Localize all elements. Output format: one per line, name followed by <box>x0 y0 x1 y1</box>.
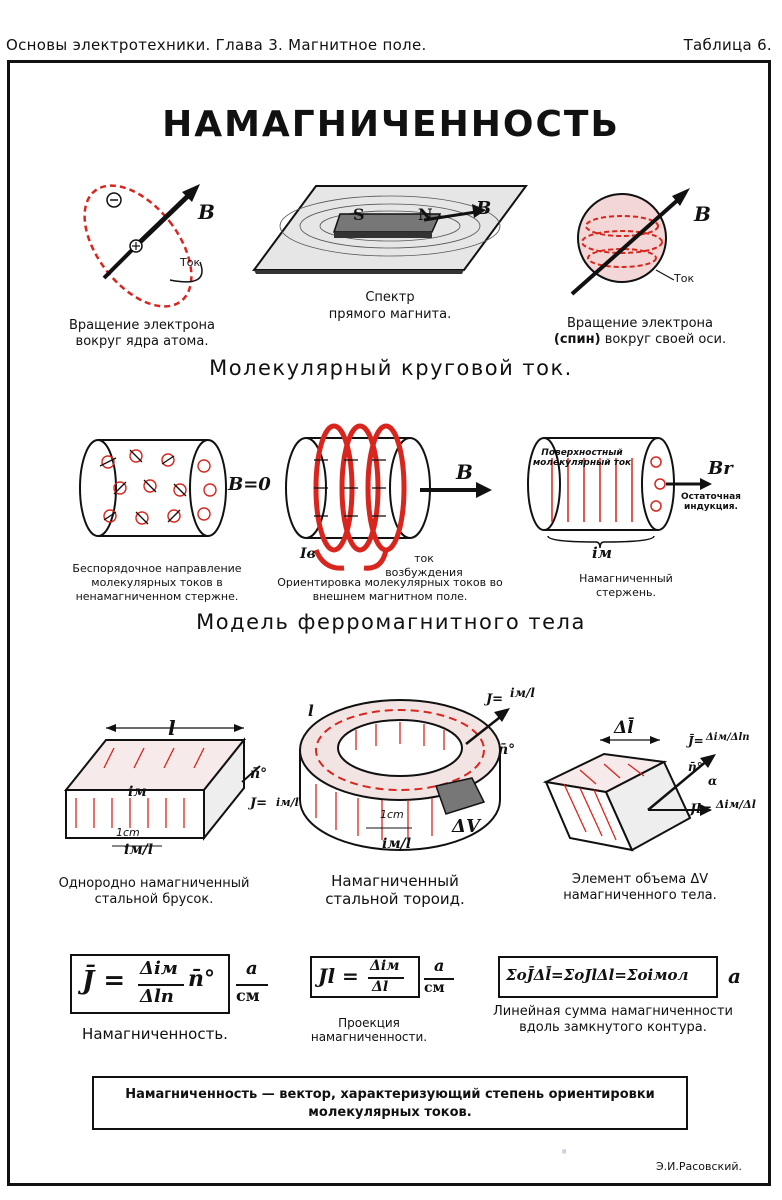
b-arrow-head <box>182 184 200 202</box>
bar-1cm-label: 1cm <box>116 826 140 839</box>
formula-projection-unit-bar <box>424 978 454 980</box>
excitation-current-label: ток возбуждения <box>385 552 463 579</box>
toroid-j-label: J= <box>486 692 504 707</box>
im-label-row2: iм <box>592 544 612 562</box>
element-caption: Элемент объема ΔV намагниченного тела. <box>563 872 717 903</box>
spin-caption-2: (спин) вокруг своей оси. <box>540 332 740 348</box>
formula-sum-caption: Линейная сумма намагниченности вдоль зам… <box>493 1004 733 1035</box>
iv-label: Iв <box>300 546 316 562</box>
oriented-caption: Ориентировка молекулярных токов во внешн… <box>277 576 503 603</box>
magnet-caption-2: прямого магнита. <box>328 307 452 322</box>
element-j-label: J̄= <box>688 734 704 748</box>
bar-l-label: l <box>168 716 176 740</box>
steel-toroid-illustration <box>299 699 510 851</box>
toroid-dv-label: ΔV <box>452 816 480 837</box>
poster-frame <box>7 60 771 1186</box>
volume-element <box>435 777 486 815</box>
formula-magnetization-caption: Намагниченность. <box>82 1025 228 1043</box>
formula-magnetization-unit-bar <box>236 984 268 986</box>
section-molecular-current: Молекулярный круговой ток. <box>209 356 573 380</box>
br-label: Br <box>708 458 733 479</box>
steel-bar-illustration <box>63 724 261 847</box>
bar-caption: Однородно намагниченный стальной брусок. <box>58 876 250 907</box>
formula-sum-box <box>498 956 718 998</box>
formula-projection-bar <box>368 977 404 979</box>
oriented-b-label: B <box>456 460 473 484</box>
poster-title: НАМАГНИЧЕННОСТЬ <box>162 104 620 145</box>
element-dl-label: Δl̄ <box>614 718 634 738</box>
spin-caption-rest: вокруг своей оси. <box>600 332 727 347</box>
spin-caption-1: Вращение электрона <box>567 316 713 331</box>
magnet-pole-s: S <box>353 205 365 224</box>
formula-magnetization-num: Δiм <box>140 958 178 979</box>
random-caption: Беспорядочное направление молекулярных т… <box>72 562 242 603</box>
atom-tok-label: Ток <box>180 256 201 269</box>
spin-b-label: B <box>694 202 711 226</box>
magnet-caption-1: Спектр <box>365 290 415 305</box>
b-zero-label: B=0 <box>228 474 271 495</box>
atom-illustration <box>83 184 203 308</box>
volume-element-illustration <box>542 736 716 852</box>
bar-n-label: n̄° <box>250 766 268 782</box>
atom-caption: Вращение электрона вокруг ядра атома. <box>69 318 215 349</box>
definition-box: Намагниченность — вектор, характеризующи… <box>92 1076 688 1130</box>
bar-j-fraction: iм/l <box>276 796 299 809</box>
magnetized-caption: Намагниченный стержень. <box>579 572 673 599</box>
spin-word: (спин) <box>553 332 601 347</box>
formula-projection-lhs: Jl = <box>318 964 359 988</box>
table-number: Таблица 6. <box>683 36 772 54</box>
surface-current-label: Поверхностный молекулярный ток <box>532 448 632 468</box>
toroid-j-fraction: iм/l <box>510 686 535 700</box>
electron-orbit <box>83 184 193 308</box>
formula-sum-unit: a <box>728 964 741 988</box>
element-alpha-label: α <box>708 774 718 788</box>
formula-sum-expr: ΣoJ̄Δl̄=ΣoJlΔl=Σoiмол <box>506 966 689 984</box>
section-ferromagnetic-model: Модель ферромагнитного тела <box>196 610 586 634</box>
random-cylinder-illustration <box>79 439 227 537</box>
spin-illustration <box>570 188 690 296</box>
element-n-label: n̄° <box>688 760 703 774</box>
magnet-spectrum-illustration <box>252 185 528 274</box>
bar-j-label: J= <box>250 796 268 811</box>
element-jl-label: Jl= <box>690 802 712 817</box>
atom-b-label: B <box>198 200 215 224</box>
author: Э.И.Расовский. <box>655 1160 742 1173</box>
toroid-fraction-label: iм/l <box>382 836 412 852</box>
bar-im-label: iм <box>128 784 147 800</box>
formula-magnetization-unit-den: см <box>236 986 260 1005</box>
oriented-cylinder-illustration <box>285 423 492 571</box>
formula-projection-unit-num: a <box>434 956 445 975</box>
spin-tok-label: Ток <box>674 272 695 285</box>
magnetized-cylinder-illustration <box>527 437 712 549</box>
toroid-1cm-label: 1cm <box>380 808 404 821</box>
toroid-l-label: l <box>308 702 314 720</box>
formula-magnetization-box <box>70 954 230 1014</box>
formula-magnetization-tail: n̄° <box>188 966 215 992</box>
element-j-fraction: Δiм/Δln <box>706 732 750 743</box>
formula-magnetization-den: Δln <box>140 986 174 1007</box>
magnet-pole-n: N <box>418 205 433 224</box>
magnet-b-label: B <box>476 198 492 219</box>
residual-induction-label: Остаточная индукция. <box>681 492 741 512</box>
formula-magnetization-unit-num: a <box>246 958 258 979</box>
toroid-n-label: n̄° <box>498 742 516 758</box>
bar-fraction-label: iм/l <box>124 842 154 858</box>
watermark: · <box>560 1140 569 1165</box>
electron-sphere <box>577 193 667 283</box>
formula-projection-caption: Проекция намагниченности. <box>310 1016 428 1044</box>
header-title: Основы электротехники. Глава 3. Магнитно… <box>6 36 427 54</box>
toroid-caption: Намагниченный стальной тороид. <box>325 872 465 908</box>
formula-projection-den: Δl <box>372 979 389 995</box>
formula-magnetization-lhs: J̄ = <box>82 966 126 996</box>
element-jl-fraction: Δiм/Δl <box>716 798 756 811</box>
formula-projection-unit-den: см <box>424 980 445 996</box>
formula-projection-num: Δiм <box>370 958 400 974</box>
formula-magnetization-bar <box>138 984 184 986</box>
